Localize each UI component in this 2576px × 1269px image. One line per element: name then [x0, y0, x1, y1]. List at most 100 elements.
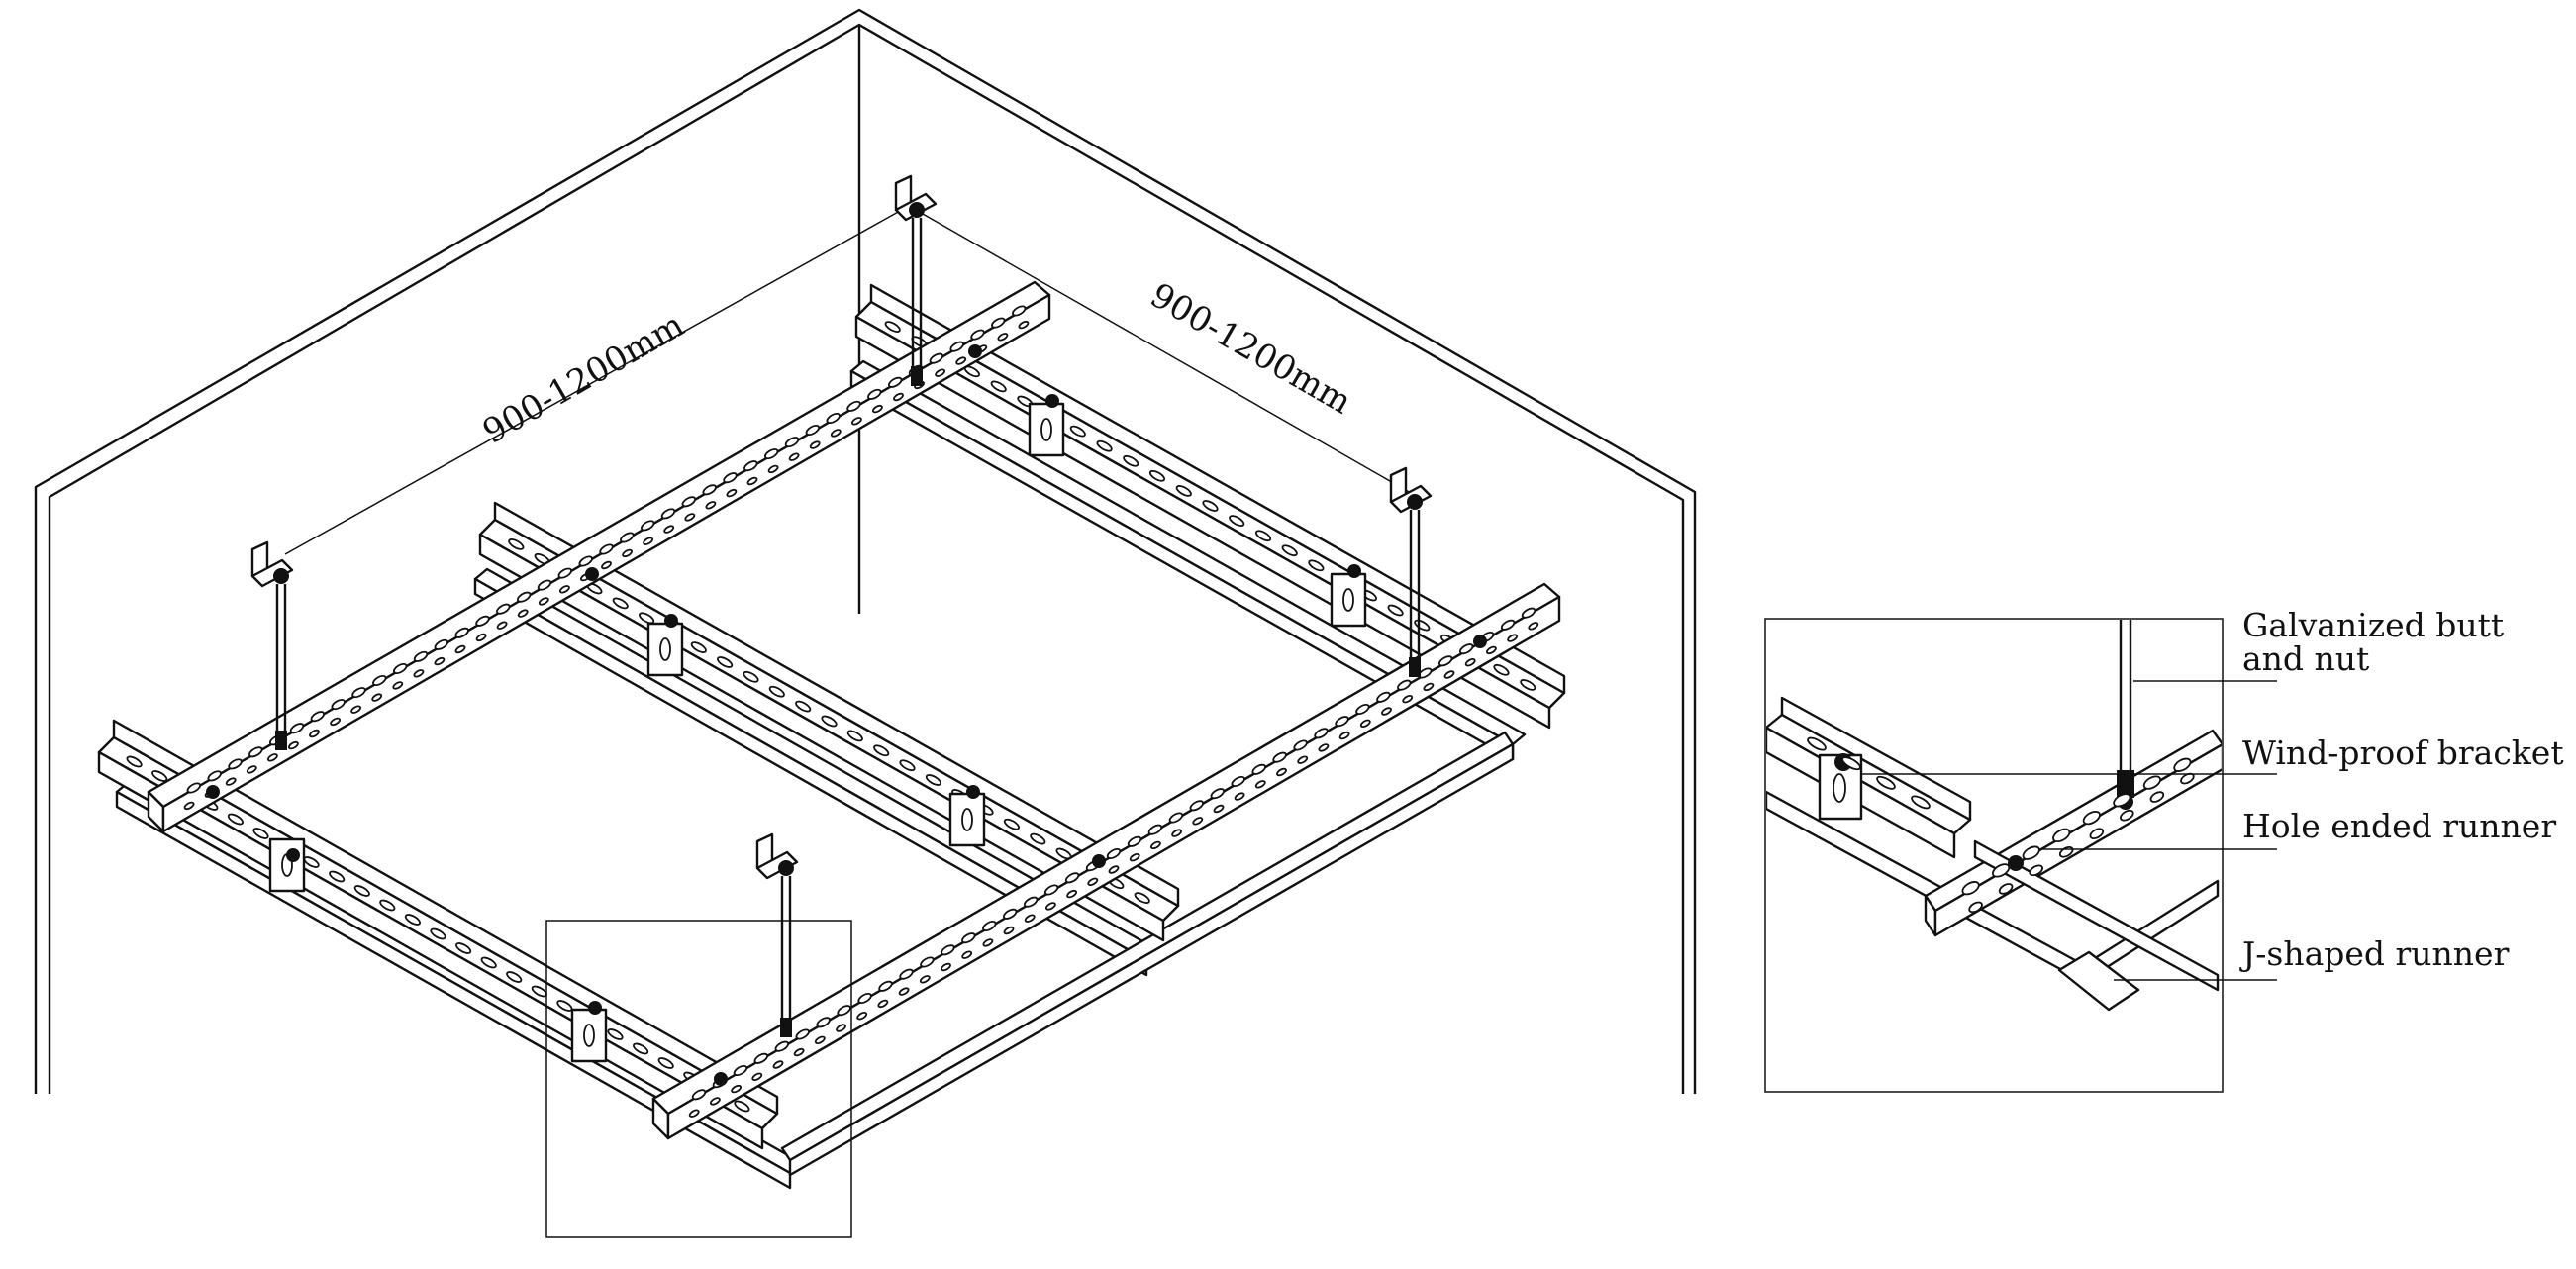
bracket: [1028, 394, 1065, 457]
runner-slot: [1423, 682, 1435, 692]
runner-slot: [997, 333, 1009, 342]
runner-slot: [601, 560, 612, 570]
runner-slot: [1458, 643, 1474, 655]
runner-slot: [607, 1028, 624, 1040]
runner-slot: [1992, 863, 2011, 878]
runner-slot: [207, 770, 222, 782]
runner-slot: [955, 356, 967, 365]
detail-slots: [1807, 736, 2195, 914]
runner-slot: [126, 755, 143, 768]
runner-slot: [657, 1057, 674, 1069]
runner-slot: [873, 744, 890, 757]
runner-slot: [330, 717, 342, 727]
runner-slot: [723, 472, 738, 484]
runner-slot: [949, 341, 964, 352]
runner-slot: [2029, 864, 2043, 877]
runner-slot: [1069, 425, 1086, 438]
runner-slot: [1108, 865, 1120, 874]
runner-slot: [1841, 756, 1861, 771]
runner-slot: [329, 870, 346, 883]
j-shaped-runners: [115, 359, 1527, 1190]
runner-slot: [309, 729, 320, 738]
runner-slot: [867, 388, 882, 400]
runner-slot: [1018, 320, 1030, 330]
runner-slot: [413, 669, 425, 678]
runner-slot: [331, 699, 346, 711]
runner-slot: [1189, 800, 1205, 812]
runner-slot: [717, 656, 734, 668]
runner-slot: [434, 656, 446, 666]
runner-slot: [763, 448, 779, 460]
runner-slot: [2113, 793, 2131, 808]
runner-slot: [734, 1100, 750, 1113]
runner-slot: [392, 681, 404, 690]
runner-slot: [186, 782, 202, 794]
runner-slot: [878, 980, 893, 992]
bracket: [948, 785, 986, 847]
runner-slot: [887, 376, 903, 388]
bracket: [646, 614, 684, 677]
runner-slot: [784, 437, 800, 448]
runner-slot: [1968, 901, 1983, 914]
runner-slot: [517, 609, 529, 618]
runner-slot: [1087, 877, 1099, 887]
runner-slot: [496, 621, 508, 630]
runner-slot: [1123, 454, 1139, 467]
runner-slot: [639, 612, 655, 625]
runner-slot: [1066, 889, 1078, 899]
runner-slot: [183, 801, 195, 811]
runner-slot: [970, 329, 985, 341]
bracket: [268, 837, 306, 893]
runner-slot: [1030, 832, 1046, 845]
runner-slot: [1234, 792, 1245, 801]
runner-slot: [705, 501, 717, 510]
runner-slot: [1397, 679, 1412, 691]
runner-slot: [454, 627, 469, 638]
runner-slot: [1807, 736, 1827, 751]
runner-slot: [1210, 788, 1226, 800]
runner-slot: [480, 956, 497, 969]
runner-slot: [809, 440, 821, 449]
runner-slot: [1003, 818, 1020, 830]
callout-j-shaped: J-shaped runner: [2239, 934, 2510, 973]
runner-slot: [1387, 604, 1404, 617]
runner-slot: [814, 1035, 826, 1045]
runner-slot: [350, 705, 362, 714]
runner-slot: [248, 746, 263, 758]
runner-slot: [2142, 775, 2161, 790]
runner-slot: [899, 968, 914, 980]
runner-slot: [1192, 817, 1204, 826]
runner-slot: [743, 460, 758, 472]
runner-slot: [1464, 657, 1476, 667]
runner-slot: [1308, 559, 1325, 572]
runner-slot: [1096, 439, 1113, 452]
runner-slot: [684, 513, 696, 522]
runner-slot: [893, 392, 904, 402]
runner-slot: [753, 1052, 769, 1064]
runner-slot: [1314, 728, 1329, 739]
runner-slot: [1318, 743, 1330, 752]
runner-slot: [709, 1097, 721, 1106]
runner-slot: [688, 1109, 700, 1118]
runner-slot: [1355, 703, 1370, 716]
runner-slots-cross: [183, 305, 1539, 1118]
runner-slot: [982, 920, 997, 932]
runner-slot: [1297, 755, 1309, 764]
runner-slot: [1231, 775, 1245, 788]
runner-slot: [884, 321, 901, 333]
runner-slot: [2120, 809, 2134, 822]
runner-slot: [1276, 767, 1287, 777]
runner-slot: [774, 1040, 790, 1052]
runner-slot: [475, 615, 490, 627]
runner-slot: [1064, 872, 1080, 884]
runner-slot: [681, 496, 697, 508]
runner-slot: [2180, 772, 2195, 785]
runner-slot: [919, 975, 931, 984]
runner-slot: [1507, 634, 1519, 642]
runner-slot: [961, 932, 976, 944]
runner-slot: [2052, 828, 2071, 843]
runner-slot: [793, 1047, 805, 1057]
detail-view: [1764, 618, 2224, 1093]
runner-slot: [2149, 791, 2165, 803]
runner-slot: [1024, 914, 1036, 923]
